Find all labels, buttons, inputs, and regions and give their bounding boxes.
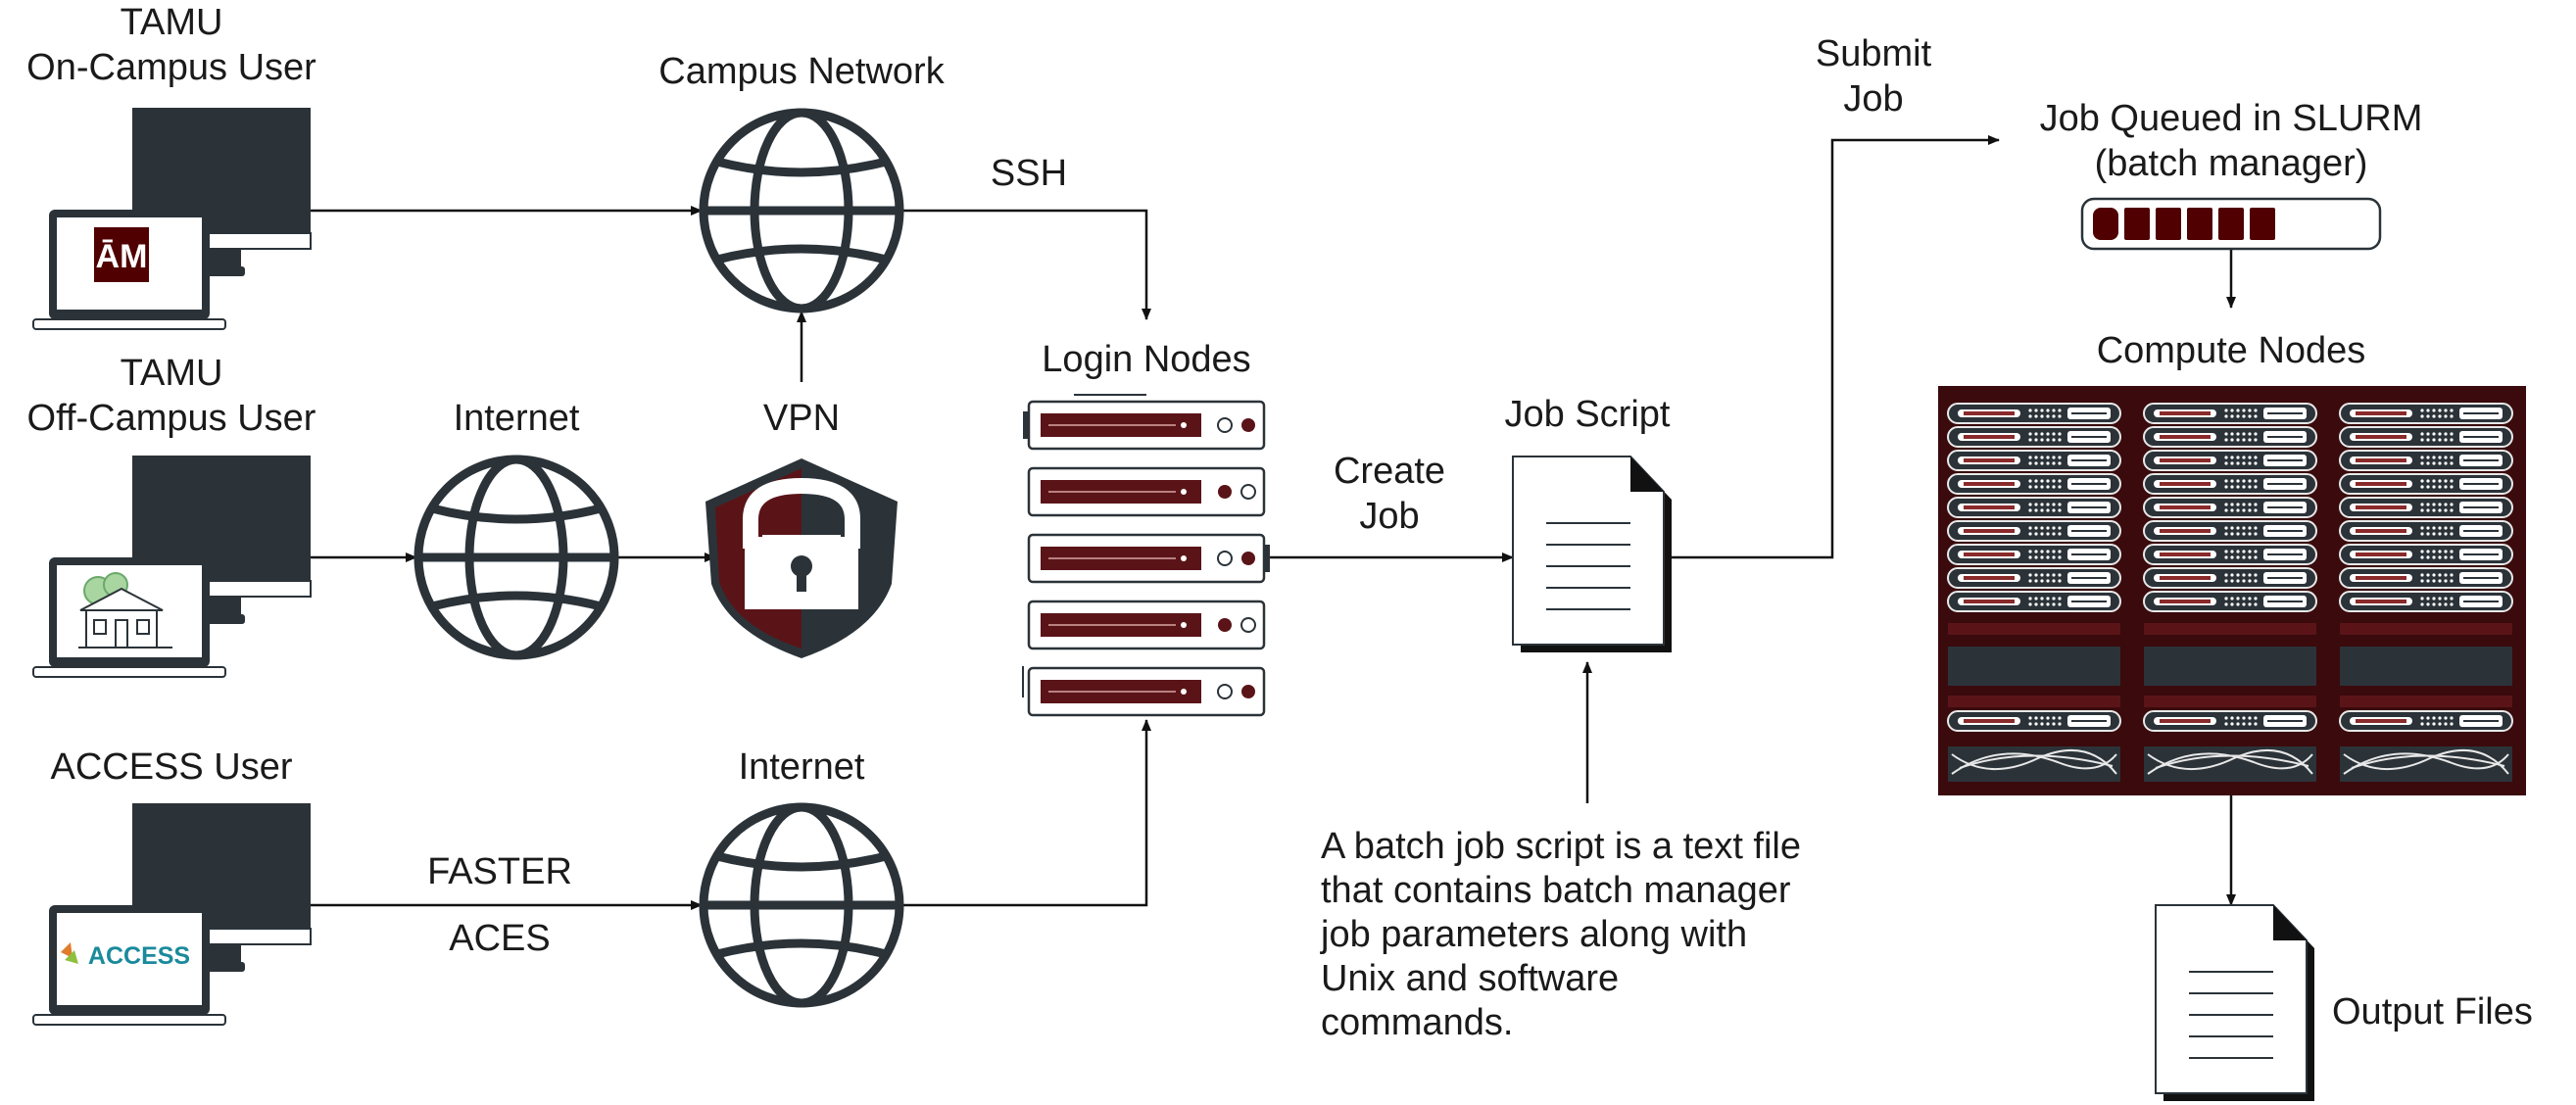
slurm-queue-progress-icon bbox=[2080, 197, 2382, 251]
internet-label: Internet bbox=[453, 398, 580, 439]
edge-campus-to-login-ssh bbox=[901, 209, 1151, 320]
compute-nodes-cluster-icon bbox=[1938, 386, 2526, 795]
create-job-label: Create Job bbox=[1291, 449, 1487, 539]
description-line-1: A batch job script is a text file bbox=[1321, 826, 1802, 867]
queue-progress-segment bbox=[2250, 208, 2275, 240]
aces-label: ACES bbox=[449, 918, 551, 959]
edge-jobscript-to-queue bbox=[1668, 135, 2000, 559]
description-line-5: commands. bbox=[1321, 1002, 1514, 1043]
description-line-2: that contains batch manager bbox=[1321, 870, 1791, 911]
queue-progress-segment bbox=[2218, 208, 2244, 240]
submit-job-line2: Job bbox=[1843, 78, 1904, 120]
edge-internet-to-login bbox=[901, 719, 1151, 907]
access-logo-icon: ACCESS bbox=[61, 942, 190, 970]
house-icon bbox=[78, 572, 172, 649]
login-nodes-server-icon bbox=[1022, 394, 1270, 717]
create-job-line2: Job bbox=[1359, 496, 1420, 537]
campus-network-label: Campus Network bbox=[658, 51, 945, 92]
queue-progress-fill bbox=[2093, 208, 2275, 240]
description-line-3: job parameters along with bbox=[1321, 914, 1748, 955]
job-script-document-icon bbox=[1512, 456, 1673, 653]
output-files-document-icon bbox=[2155, 904, 2315, 1102]
connectors bbox=[311, 135, 2236, 910]
vpn-shield-lock-icon bbox=[705, 458, 898, 658]
queue-progress-segment bbox=[2156, 208, 2181, 240]
server-status-lights bbox=[1217, 417, 1256, 699]
on-campus-computer-icon: ĀM bbox=[32, 107, 312, 330]
off-campus-user-label: TAMU Off-Campus User bbox=[0, 351, 343, 441]
off-campus-user-line2: Off-Campus User bbox=[26, 398, 316, 439]
queue-progress-segment bbox=[2124, 208, 2150, 240]
ssh-label: SSH bbox=[990, 153, 1068, 194]
login-nodes-label: Login Nodes bbox=[1042, 339, 1251, 380]
on-campus-user-line2: On-Campus User bbox=[26, 47, 316, 88]
description-line-4: Unix and software bbox=[1321, 958, 1620, 999]
access-logo-text: ACCESS bbox=[88, 942, 190, 970]
access-internet-label: Internet bbox=[738, 746, 865, 788]
vpn-label: VPN bbox=[762, 398, 841, 439]
on-campus-user-line1: TAMU bbox=[120, 2, 223, 43]
compute-nodes-label: Compute Nodes bbox=[2096, 330, 2366, 371]
off-campus-computer-icon bbox=[32, 455, 312, 678]
internet-globe-icon bbox=[418, 459, 614, 655]
off-campus-user-line1: TAMU bbox=[120, 353, 223, 394]
submit-job-label: Submit Job bbox=[1775, 31, 1971, 121]
submit-job-line1: Submit bbox=[1815, 33, 1932, 74]
campus-network-globe-icon bbox=[704, 113, 899, 309]
job-queue-line1: Job Queued in SLURM bbox=[2039, 98, 2423, 139]
tamu-logo-icon: ĀM bbox=[94, 227, 149, 282]
job-script-label: Job Script bbox=[1504, 394, 1671, 435]
access-internet-globe-icon bbox=[704, 807, 899, 1003]
output-files-label: Output Files bbox=[2332, 991, 2533, 1033]
create-job-line1: Create bbox=[1333, 451, 1446, 492]
job-queue-label: Job Queued in SLURM (batch manager) bbox=[1986, 96, 2476, 186]
svg-text:ĀM: ĀM bbox=[96, 238, 148, 275]
access-computer-icon: ACCESS bbox=[32, 802, 312, 1026]
on-campus-user-label: TAMU On-Campus User bbox=[0, 0, 343, 90]
access-user-label: ACCESS User bbox=[50, 746, 293, 788]
queue-progress-segment bbox=[2187, 208, 2212, 240]
job-script-description: A batch job script is a text file that c… bbox=[1321, 825, 1870, 1045]
queue-progress-segment bbox=[2093, 208, 2118, 240]
job-queue-line2: (batch manager) bbox=[2094, 143, 2368, 184]
faster-label: FASTER bbox=[427, 851, 572, 892]
